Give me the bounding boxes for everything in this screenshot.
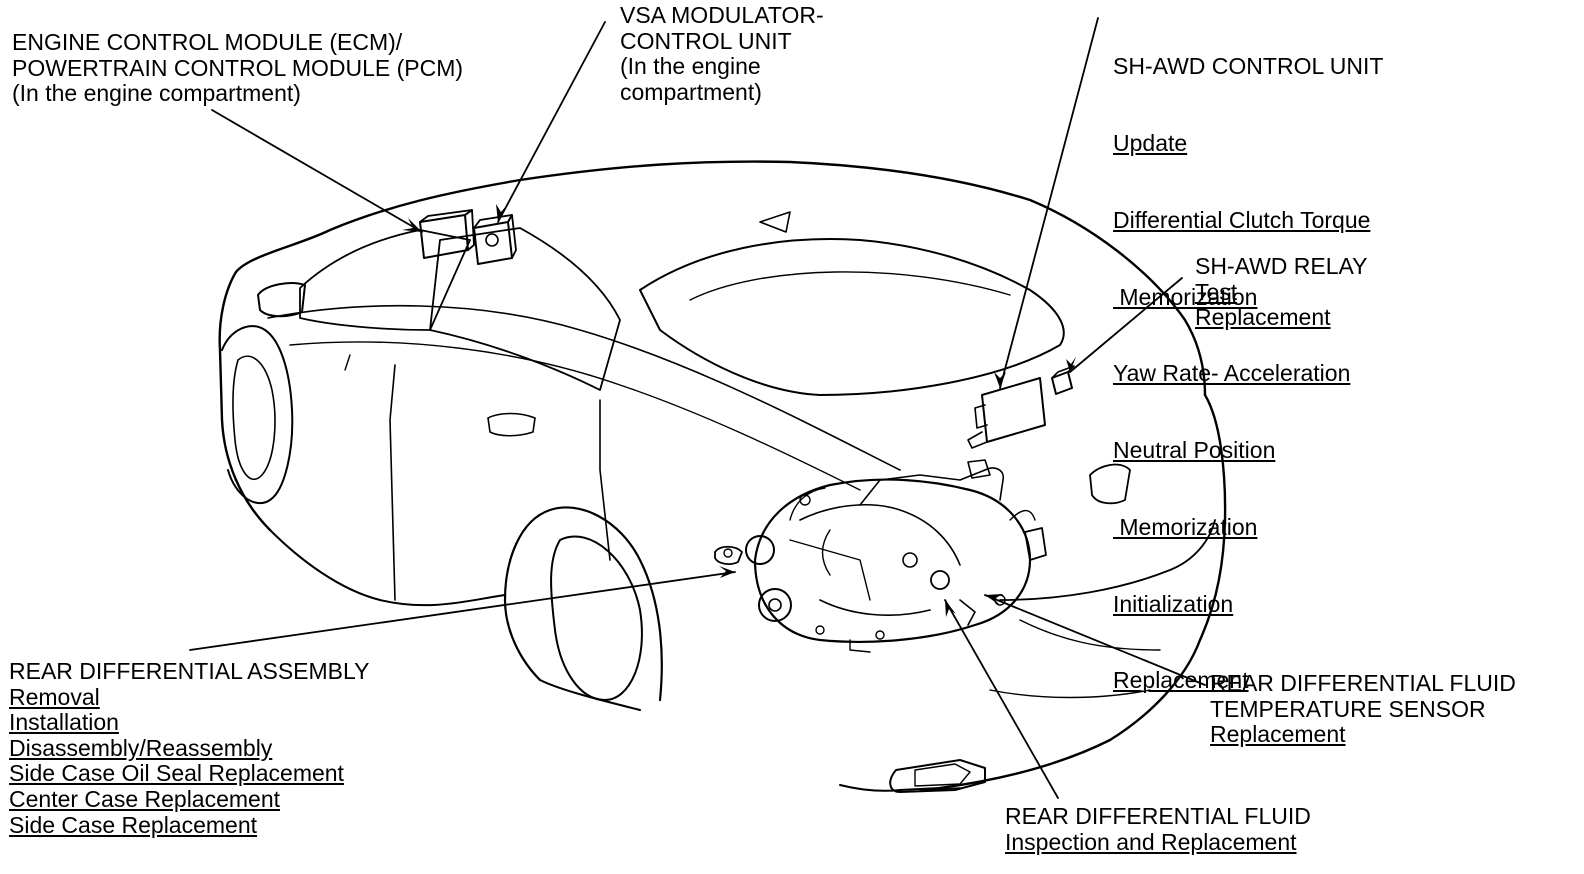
vsa-callout: VSA MODULATOR- CONTROL UNIT (In the engi… [620, 2, 824, 105]
leader-line-fluid-temp-sensor [984, 594, 1206, 686]
vsa-note-line2: compartment) [620, 78, 762, 105]
sh-awd-relay-callout: SH-AWD RELAY Test Replacement [1195, 253, 1368, 331]
leader-line-rear-differential-assembly [189, 571, 736, 651]
link-removal[interactable]: Removal [9, 683, 100, 710]
link-sensor-replacement[interactable]: Replacement [1210, 721, 1346, 748]
ecm-title-line2: POWERTRAIN CONTROL MODULE (PCM) [12, 54, 464, 81]
ecm-callout: ENGINE CONTROL MODULE (ECM)/ POWERTRAIN … [12, 29, 464, 107]
link-side-case-oil-seal-replacement[interactable]: Side Case Oil Seal Replacement [9, 760, 344, 787]
vsa-note-line1: (In the engine [620, 53, 761, 80]
rear-differential-fluid-callout: REAR DIFFERENTIAL FLUID Inspection and R… [1005, 803, 1311, 855]
fluid-temp-sensor-title-line2: TEMPERATURE SENSOR [1210, 695, 1486, 722]
rear-differential-assembly-title: REAR DIFFERENTIAL ASSEMBLY [9, 658, 370, 684]
vsa-title-line1: VSA MODULATOR- [620, 2, 824, 28]
leader-line-vsa [497, 21, 606, 223]
link-neutral-position[interactable]: Neutral Position [1113, 437, 1276, 464]
leader-line-rear-differential-fluid [944, 599, 1059, 799]
leader-line-sh-awd-control-unit [999, 17, 1099, 389]
link-differential-clutch-torque[interactable]: Differential Clutch Torque [1113, 206, 1371, 233]
link-side-case-replacement[interactable]: Side Case Replacement [9, 811, 258, 838]
link-center-case-replacement[interactable]: Center Case Replacement [9, 785, 281, 812]
leader-line-sh-awd-relay [1069, 277, 1183, 373]
car-windows [257, 211, 1065, 437]
rear-differential-assembly-callout: REAR DIFFERENTIAL ASSEMBLY Removal Insta… [9, 658, 370, 838]
sh-awd-control-unit-icon[interactable] [967, 377, 1046, 449]
sh-awd-control-unit-title: SH-AWD CONTROL UNIT [1113, 53, 1384, 80]
ecm-title-line1: ENGINE CONTROL MODULE (ECM)/ [12, 29, 403, 55]
car-body-outline [218, 160, 1227, 793]
fluid-temp-sensor-title-line1: REAR DIFFERENTIAL FLUID [1210, 671, 1516, 696]
link-fluid-inspection-and-replacement[interactable]: Inspection and Replacement [1005, 828, 1297, 855]
link-initialization[interactable]: Initialization [1113, 590, 1234, 617]
engine-control-module-icon[interactable] [419, 209, 475, 259]
link-disassembly-reassembly[interactable]: Disassembly/Reassembly [9, 734, 273, 761]
link-yaw-rate-acceleration[interactable]: Yaw Rate- Acceleration [1113, 360, 1351, 387]
link-control-unit-replacement[interactable]: Replacement [1113, 667, 1249, 694]
sh-awd-control-unit-callout: SH-AWD CONTROL UNIT Update Differential … [1113, 3, 1383, 720]
vsa-modulator-icon[interactable] [473, 214, 517, 265]
fluid-temp-sensor-callout: REAR DIFFERENTIAL FLUID TEMPERATURE SENS… [1210, 671, 1584, 748]
vsa-title-line2: CONTROL UNIT [620, 27, 792, 54]
leader-arrowheads [402, 204, 1076, 617]
ecm-location-note: (In the engine compartment) [12, 80, 301, 107]
sh-awd-relay-title: SH-AWD RELAY [1195, 253, 1368, 279]
link-update[interactable]: Update [1113, 129, 1188, 156]
link-neutral-position-memorization[interactable]: Memorization [1113, 513, 1258, 540]
link-relay-replacement[interactable]: Replacement [1195, 304, 1331, 331]
link-installation[interactable]: Installation [9, 709, 119, 736]
rear-differential-fluid-title: REAR DIFFERENTIAL FLUID [1005, 803, 1311, 829]
link-relay-test[interactable]: Test [1195, 278, 1238, 305]
link-differential-clutch-torque-memorization[interactable]: Memorization [1113, 283, 1258, 310]
rear-differential-assembly-icon[interactable] [714, 459, 1047, 653]
leader-line-ecm [211, 109, 423, 233]
leader-lines [189, 17, 1206, 799]
